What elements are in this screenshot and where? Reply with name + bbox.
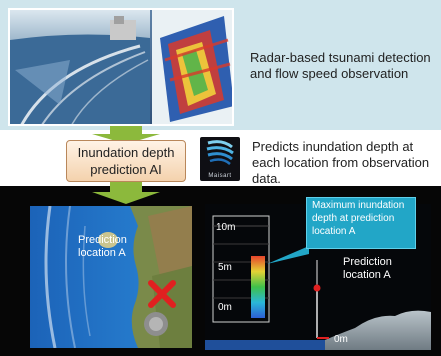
- ai-box-label: Inundation depth prediction AI: [77, 145, 175, 177]
- scale-tick-0m: 0m: [218, 302, 232, 313]
- radar-imagery: [8, 8, 234, 126]
- down-arrow-icon: [92, 126, 160, 144]
- logo-text: Maisart: [208, 173, 232, 179]
- down-arrow-icon: [92, 182, 160, 204]
- maisart-logo-icon: [206, 140, 234, 165]
- scale-tick-10m: 10m: [216, 222, 236, 233]
- middle-description: Predicts inundation depth at each locati…: [252, 139, 430, 186]
- inundation-map: [30, 206, 192, 348]
- max-depth-callout: [306, 197, 416, 249]
- scale-tick-5m: 5m: [218, 262, 232, 273]
- ai-box: Inundation depth prediction AI: [66, 140, 186, 182]
- ground-zero-label: 0m: [334, 334, 348, 345]
- prediction-location-marker-icon: [148, 280, 176, 308]
- top-description: Radar-based tsunami detection and flow s…: [250, 50, 431, 81]
- maisart-logo: Maisart: [200, 137, 240, 181]
- map-location-label: Prediction location A: [78, 234, 127, 259]
- max-depth-callout-text: Maximum inundation depth at prediction l…: [312, 200, 405, 237]
- prediction-location-label: Prediction location A: [343, 256, 392, 281]
